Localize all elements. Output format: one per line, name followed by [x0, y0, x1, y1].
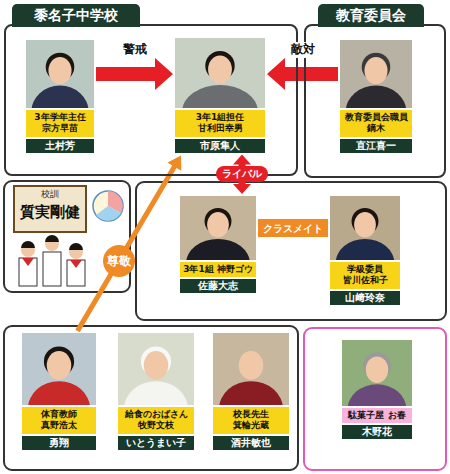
group-header: 教育委員会 [318, 4, 424, 27]
section-frame [136, 182, 446, 320]
character-card: 給食のおばさん 牧野文枝いとうまい子 [118, 333, 194, 450]
portrait-photo [26, 40, 94, 108]
role-label: 3年1組担任 甘利田幸男 [175, 110, 265, 137]
portrait-photo [118, 333, 194, 405]
photo-body [31, 86, 88, 108]
character-card: 3年1組担任 甘利田幸男市原隼人 [175, 38, 265, 153]
role-label: 3年1組 神野ゴウ [180, 262, 256, 277]
actor-name: 酒井敏也 [213, 436, 289, 450]
photo-body [346, 86, 406, 108]
photo-body [182, 85, 258, 108]
student-figure [70, 260, 82, 268]
photo-face [366, 357, 388, 383]
student-figure [21, 241, 35, 248]
edge-label: 警戒 [121, 42, 149, 58]
edge-label: クラスメイト [260, 221, 326, 236]
actor-name: 勇翔 [22, 436, 96, 450]
plaque-motto: 質実剛健 [14, 203, 86, 221]
photo-face [47, 351, 71, 380]
character-card: 3年学年主任 宗方早苗土村芳 [26, 40, 94, 153]
edge-label: 尊敬 [103, 245, 135, 277]
actor-name: いとうまい子 [118, 436, 194, 450]
actor-name: 直江喜一 [340, 139, 412, 153]
portrait-photo [330, 196, 400, 260]
actor-name: 土村芳 [26, 139, 94, 153]
student-figure [19, 258, 37, 286]
photo-face [354, 212, 376, 238]
actor-name: 山﨑玲奈 [330, 291, 400, 305]
photo-face [208, 56, 232, 84]
group-box: 教育委員会教育委員会職員 鏑木直江喜一 [304, 24, 446, 178]
photo-body [336, 239, 395, 260]
portrait-photo [342, 340, 412, 406]
actor-name: 市原隼人 [175, 139, 265, 153]
section-frame [4, 326, 298, 470]
portrait-photo [213, 333, 289, 405]
group-header: 黍名子中学校 [12, 4, 140, 27]
character-card: 体育教師 真野浩太勇翔 [22, 333, 96, 450]
photo-body [124, 381, 188, 405]
photo-face [207, 212, 229, 238]
relation-arrow [75, 156, 181, 333]
photo-body [219, 381, 283, 405]
student-figure [69, 243, 83, 250]
role-label: 駄菓子屋 お春 [342, 408, 412, 423]
chart-poster [93, 191, 123, 221]
photo-face [144, 351, 168, 380]
character-card: 校長先生 箕輪光蔵酒井敏也 [213, 333, 289, 450]
character-card: 教育委員会職員 鏑木直江喜一 [340, 40, 412, 153]
photo-face [364, 57, 387, 84]
edge-label: 敵対 [289, 42, 317, 58]
student-figure [22, 258, 34, 266]
role-label: 校長先生 箕輪光蔵 [213, 407, 289, 434]
edge-label: ライバル [216, 166, 268, 182]
relation-arrow [96, 58, 173, 90]
actor-name: 木野花 [342, 425, 412, 439]
chart-wedge [96, 206, 121, 221]
student-figure [43, 252, 61, 286]
portrait-photo [22, 333, 96, 405]
photo-body [186, 239, 250, 260]
portrait-photo [175, 38, 265, 108]
photo-face [239, 351, 263, 380]
photo-body [28, 381, 90, 405]
role-label: 学級委員 皆川佐和子 [330, 262, 400, 289]
plaque-heading: 校訓 [14, 189, 86, 200]
role-label: 3年学年主任 宗方早苗 [26, 110, 94, 137]
actor-name: 佐藤大志 [180, 279, 256, 293]
relation-arrow [267, 58, 338, 90]
role-label: 給食のおばさん 牧野文枝 [118, 407, 194, 434]
character-card: 3年1組 神野ゴウ佐藤大志 [180, 196, 256, 293]
motto-plaque [14, 186, 86, 232]
photo-face [48, 57, 71, 84]
role-label: 教育委員会職員 鏑木 [340, 110, 412, 137]
section-frame [304, 328, 446, 470]
photo-body [348, 384, 407, 406]
group-box: 黍名子中学校3年学年主任 宗方早苗土村芳3年1組担任 甘利田幸男市原隼人 [4, 24, 298, 176]
student-figure [67, 260, 85, 286]
relation-arrow [258, 219, 328, 237]
character-card: 学級委員 皆川佐和子山﨑玲奈 [330, 196, 400, 305]
portrait-photo [180, 196, 256, 260]
role-label: 体育教師 真野浩太 [22, 407, 96, 434]
character-card: 駄菓子屋 お春木野花 [342, 340, 412, 439]
student-figure [45, 235, 59, 242]
portrait-photo [340, 40, 412, 108]
